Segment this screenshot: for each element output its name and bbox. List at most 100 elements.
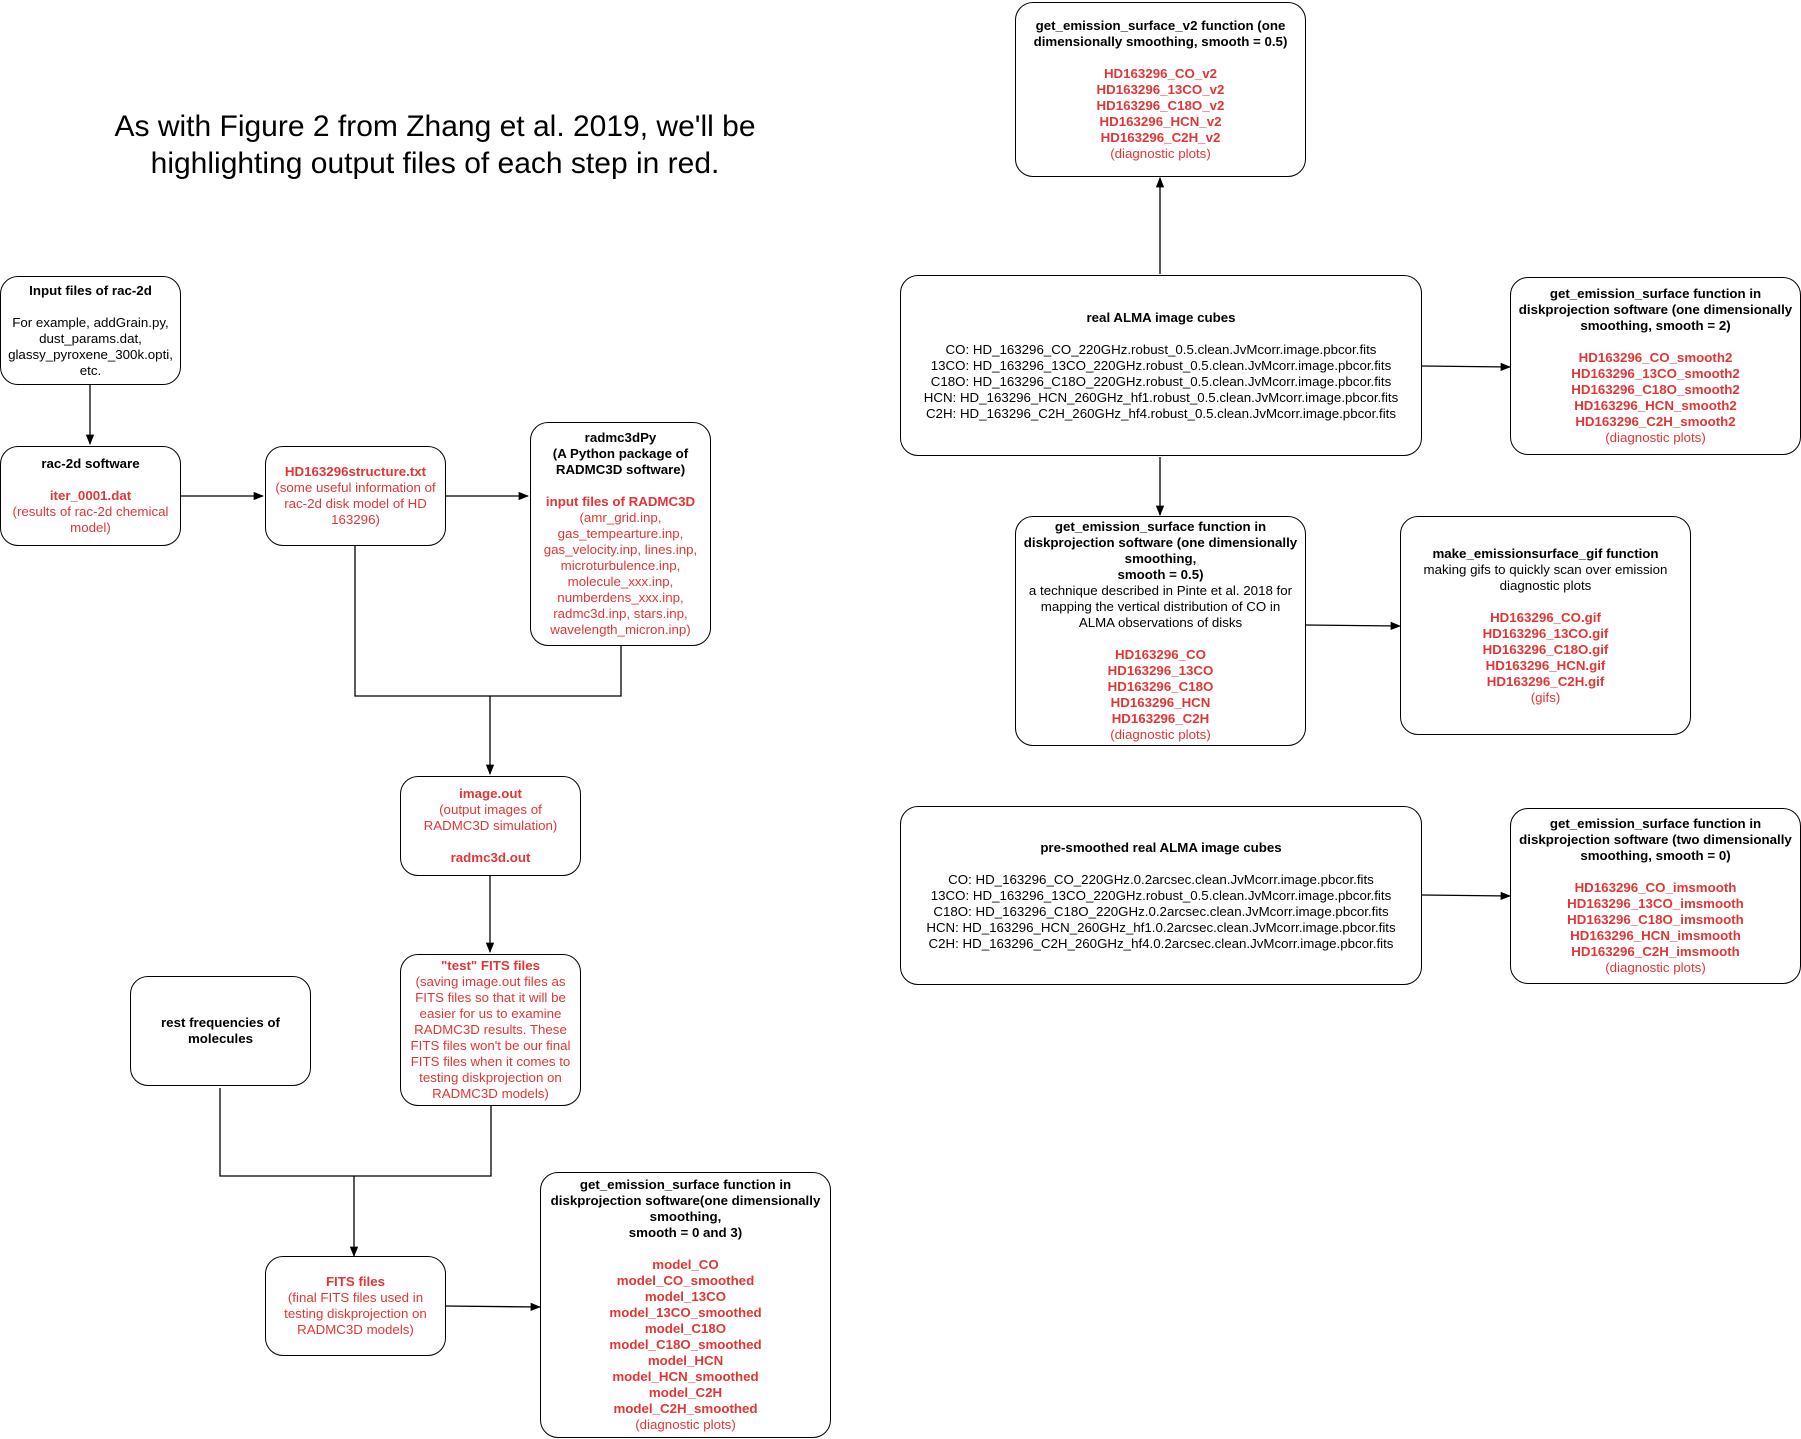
edge-merge-to-image-out bbox=[354, 546, 622, 774]
output-file: model_CO_smoothed bbox=[616, 1273, 755, 1288]
node-title: pre-smoothed real ALMA image cubes bbox=[1040, 839, 1282, 855]
node-text: (final FITS files used in bbox=[287, 1290, 424, 1305]
node-title: get_emission_surface_v2 function (one bbox=[1035, 17, 1286, 33]
node-title: get_emission_surface function in bbox=[1054, 519, 1267, 534]
node-text: RADMC3D simulation) bbox=[423, 818, 558, 833]
node-gif: make_emissionsurface_gif function making… bbox=[1400, 516, 1691, 735]
node-text: For example, addGrain.py, bbox=[12, 314, 169, 330]
node-text: RADMC3D results. These bbox=[414, 1022, 567, 1037]
output-file: numberdens_xxx.inp, bbox=[557, 590, 684, 605]
diagram-heading: As with Figure 2 from Zhang et al. 2019,… bbox=[114, 110, 756, 180]
node-surface-imsmooth: get_emission_surface function in diskpro… bbox=[1510, 808, 1801, 984]
node-title: smooth = 0.5) bbox=[1117, 567, 1204, 582]
node-text: dust_params.dat, bbox=[39, 330, 142, 346]
node-text: C2H: HD_163296_C2H_260GHz_hf4.0.2arcsec.… bbox=[928, 935, 1394, 951]
node-text: FITS files when it comes to bbox=[410, 1054, 571, 1069]
node-note: (diagnostic plots) bbox=[1605, 430, 1706, 445]
output-file: HD163296_CO_smooth2 bbox=[1578, 350, 1733, 365]
node-title: smooth = 0 and 3) bbox=[628, 1225, 743, 1240]
node-title: Input files of rac-2d bbox=[29, 282, 152, 298]
output-file: (amr_grid.inp, bbox=[579, 510, 662, 525]
node-note: (diagnostic plots) bbox=[635, 1417, 736, 1432]
output-file: HD163296_13CO.gif bbox=[1482, 625, 1609, 641]
node-presmoothed-cubes: pre-smoothed real ALMA image cubes CO: H… bbox=[900, 806, 1422, 985]
output-file: HD163296structure.txt bbox=[284, 464, 427, 479]
output-file: HD163296_C2H bbox=[1111, 711, 1210, 726]
edge-surface05-to-gif bbox=[1304, 621, 1402, 631]
node-model-surface: get_emission_surface function in diskpro… bbox=[540, 1172, 831, 1438]
output-file: HD163296_13CO_smooth2 bbox=[1571, 366, 1740, 381]
edge-alma-to-smooth2 bbox=[1421, 362, 1512, 372]
node-structure-file: HD163296structure.txt (some useful infor… bbox=[265, 446, 446, 546]
node-text: FITS files so that it will be bbox=[415, 990, 566, 1005]
node-title: rest frequencies of bbox=[161, 1015, 280, 1030]
node-title: make_emissionsurface_gif function bbox=[1432, 545, 1659, 561]
node-title: smoothing, smooth = 0) bbox=[1580, 848, 1731, 863]
node-text: 13CO: HD_163296_13CO_220GHz.robust_0.5.c… bbox=[930, 357, 1392, 373]
output-file: gas_tempearture.inp, bbox=[557, 526, 684, 541]
node-text: HCN: HD_163296_HCN_260GHz_hf1.robust_0.5… bbox=[923, 389, 1399, 405]
node-text: glassy_pyroxene_300k.opti, bbox=[8, 346, 173, 362]
node-title: smoothing, smooth = 2) bbox=[1580, 318, 1731, 333]
edge-presmoothed-to-imsmooth bbox=[1421, 891, 1512, 901]
output-file: HD163296_C2H_smooth2 bbox=[1575, 414, 1736, 429]
node-test-fits: "test" FITS files (saving image.out file… bbox=[400, 954, 581, 1106]
output-file: model_HCN bbox=[647, 1353, 724, 1368]
node-alma-cubes: real ALMA image cubes CO: HD_163296_CO_2… bbox=[900, 275, 1422, 456]
output-file: model_13CO_smoothed bbox=[609, 1305, 762, 1320]
output-file: HD163296_C18O_smooth2 bbox=[1571, 382, 1740, 397]
node-text: making gifs to quickly scan over emissio… bbox=[1423, 561, 1668, 577]
output-file: HD163296_13CO_imsmooth bbox=[1567, 896, 1744, 911]
output-file: HD163296_HCN.gif bbox=[1485, 657, 1606, 673]
output-file: HD163296_CO_v2 bbox=[1103, 65, 1218, 81]
output-file: model_C2H_smoothed bbox=[613, 1401, 758, 1416]
node-image-out: image.out (output images of RADMC3D simu… bbox=[400, 776, 581, 876]
edge-merge-to-fits-files bbox=[219, 1088, 492, 1256]
node-text: (saving image.out files as bbox=[415, 974, 566, 989]
node-rac2d-software: rac-2d software iter_0001.dat (results o… bbox=[0, 446, 181, 546]
output-file: HD163296_HCN_v2 bbox=[1099, 113, 1222, 129]
node-text: ALMA observations of disks bbox=[1078, 615, 1243, 630]
node-note: (diagnostic plots) bbox=[1110, 145, 1211, 161]
node-text: etc. bbox=[79, 362, 102, 378]
output-file: model_13CO bbox=[644, 1289, 727, 1304]
node-title: (A Python package of bbox=[552, 446, 689, 461]
node-text: (output images of bbox=[439, 802, 542, 817]
node-text: C18O: HD_163296_C18O_220GHz.robust_0.5.c… bbox=[930, 373, 1392, 389]
node-title: get_emission_surface function in bbox=[1549, 286, 1762, 301]
output-file: radmc3d.out bbox=[450, 850, 531, 865]
node-title: smoothing, bbox=[1124, 551, 1197, 566]
node-text: a technique described in Pinte et al. 20… bbox=[1028, 583, 1293, 598]
output-file: HD163296_C18O bbox=[1107, 679, 1214, 694]
output-file: "test" FITS files bbox=[440, 958, 541, 973]
node-rest-frequencies: rest frequencies of molecules bbox=[130, 976, 311, 1086]
node-text: 13CO: HD_163296_13CO_220GHz.robust_0.5.c… bbox=[930, 887, 1392, 903]
output-file: microturbulence.inp, bbox=[560, 558, 681, 573]
node-text: CO: HD_163296_CO_220GHz.robust_0.5.clean… bbox=[945, 341, 1377, 357]
output-file: input files of RADMC3D bbox=[545, 494, 696, 509]
node-title: real ALMA image cubes bbox=[1086, 309, 1236, 325]
output-file: HD163296_13CO_v2 bbox=[1096, 81, 1225, 97]
output-file: FITS files bbox=[325, 1274, 386, 1289]
node-title: molecules bbox=[187, 1031, 254, 1046]
node-text: RADMC3D models) bbox=[432, 1086, 549, 1101]
node-text: (results of rac-2d chemical bbox=[12, 504, 169, 519]
node-title: diskprojection software (one dimensional… bbox=[1518, 302, 1793, 317]
node-text: CO: HD_163296_CO_220GHz.0.2arcsec.clean.… bbox=[948, 871, 1374, 887]
output-file: iter_0001.dat bbox=[49, 488, 132, 503]
output-file: HD163296_CO_imsmooth bbox=[1574, 880, 1737, 895]
output-file: HD163296_C2H.gif bbox=[1486, 673, 1605, 689]
node-title: diskprojection software (one dimensional… bbox=[1023, 535, 1298, 550]
output-file: wavelength_micron.inp) bbox=[550, 622, 691, 637]
output-file: HD163296_HCN_imsmooth bbox=[1570, 928, 1741, 943]
node-title: get_emission_surface function in bbox=[579, 1177, 792, 1192]
node-title: RADMC3D software) bbox=[555, 462, 686, 477]
node-note: (diagnostic plots) bbox=[1110, 727, 1211, 742]
node-input-files: Input files of rac-2d For example, addGr… bbox=[0, 276, 181, 385]
output-file: model_CO bbox=[652, 1257, 719, 1272]
node-surface-v2: get_emission_surface_v2 function (one di… bbox=[1015, 2, 1306, 177]
node-surface-05: get_emission_surface function in diskpro… bbox=[1015, 516, 1306, 746]
node-text: easier for us to examine bbox=[419, 1006, 562, 1021]
node-title: radmc3dPy bbox=[584, 430, 657, 445]
